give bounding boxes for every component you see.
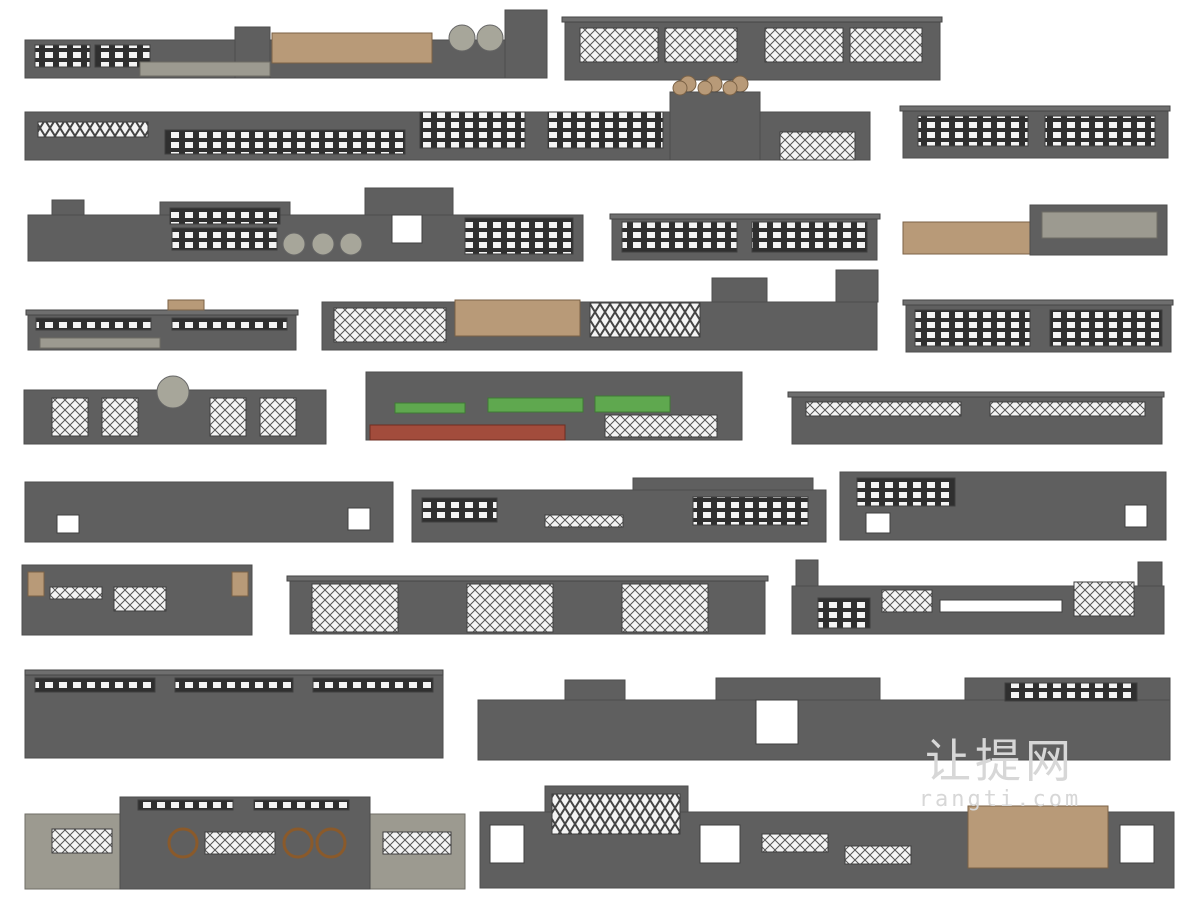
wall-elevation-14 <box>24 481 394 543</box>
wall-elevation-8 <box>25 299 299 351</box>
wall-elevation-13 <box>787 391 1165 445</box>
wall-elevation-2 <box>561 16 943 93</box>
wall-elevation-6 <box>609 213 881 261</box>
wall-elevation-16 <box>839 471 1167 541</box>
watermark-cn-text: 让提网 <box>925 734 1075 788</box>
watermark-en-text: rangti.com <box>918 787 1082 812</box>
wall-elevation-7 <box>902 204 1168 256</box>
wall-elevation-19 <box>791 559 1165 635</box>
wall-elevation-18 <box>286 575 769 635</box>
wall-elevation-4 <box>899 105 1171 159</box>
wall-elevation-11 <box>23 375 327 445</box>
wall-elevation-23 <box>479 785 1175 889</box>
wall-elevation-5 <box>27 187 584 262</box>
wall-elevation-21 <box>477 677 1171 761</box>
wall-elevation-9 <box>321 269 879 351</box>
wall-elevation-15 <box>411 477 827 543</box>
wall-elevation-22 <box>24 796 466 890</box>
wall-elevation-10 <box>902 299 1174 353</box>
wall-elevation-17 <box>21 564 253 636</box>
wall-elevation-1 <box>24 9 548 79</box>
wall-elevation-12 <box>365 371 743 441</box>
wall-elevation-3 <box>24 80 871 161</box>
watermark-logo: 让提网 rangti.com <box>910 735 1090 825</box>
wall-elevation-20 <box>24 669 444 759</box>
